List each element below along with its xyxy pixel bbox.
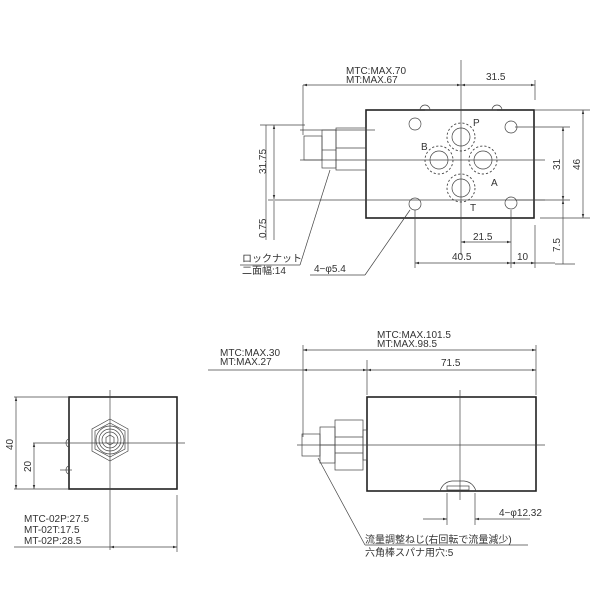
mounting-holes-label: 4−φ5.4 xyxy=(314,264,346,275)
offset-mt-02t-label: MT-02T:17.5 xyxy=(24,525,80,536)
dim-46-label: 46 xyxy=(572,158,583,170)
port-a-label: A xyxy=(491,178,498,189)
dim-31-75-label: 31.75 xyxy=(258,149,269,174)
dim-21-5-label: 21.5 xyxy=(473,232,493,243)
dim-10-label: 10 xyxy=(517,252,529,263)
front-view: 40 20 MTC-02P:27.5 MT-02T:17.5 MT-02P:28… xyxy=(5,390,185,552)
locknut-icon xyxy=(303,127,367,171)
locknut-label: ロックナット xyxy=(242,253,302,265)
dim-31-5-label: 31.5 xyxy=(486,72,506,83)
top-view: MTC:MAX.70 MT:MAX.67 31.5 31.75 0.75 31 … xyxy=(240,60,590,277)
overall-length-mt-label: MT:MAX.67 xyxy=(346,75,398,86)
protrusion-mtc-label: MTC:MAX.30 xyxy=(220,348,280,359)
dim-7-5-label: 7.5 xyxy=(552,238,563,252)
dim-40-5-label: 40.5 xyxy=(452,252,472,263)
hex-wrench-label: 六角棒スパナ用穴:5 xyxy=(365,546,454,559)
overall-length-mtc-label: MTC:MAX.70 xyxy=(346,66,406,77)
top-view-body xyxy=(365,109,535,219)
dim-40-label: 40 xyxy=(5,438,16,450)
dim-20-label: 20 xyxy=(23,460,34,472)
side-view: MTC:MAX.101.5 MT:MAX.98.5 MTC:MAX.30 MT:… xyxy=(208,330,545,559)
overall-mt-label: MT:MAX.98.5 xyxy=(377,339,437,350)
dim-31-label: 31 xyxy=(552,158,563,170)
body-length-label: 71.5 xyxy=(441,358,461,369)
port-b-label: B xyxy=(421,142,428,153)
overall-mtc-label: MTC:MAX.101.5 xyxy=(377,330,451,341)
dim-0-75-label: 0.75 xyxy=(258,218,269,238)
port-p-label: P xyxy=(473,118,480,129)
adjust-screw-label: 流量調整ねじ(右回転で流量減少) xyxy=(365,533,512,546)
locknut-width-label: 二面幅:14 xyxy=(242,264,286,277)
side-view-body xyxy=(366,396,537,492)
mounting-hole-icon xyxy=(408,117,518,211)
offset-mtc-02p-label: MTC-02P:27.5 xyxy=(24,514,89,525)
oring-holes-label: 4−φ12.32 xyxy=(499,508,542,519)
offset-mt-02p-label: MT-02P:28.5 xyxy=(24,536,82,547)
protrusion-mt-label: MT:MAX.27 xyxy=(220,357,272,368)
port-t-label: T xyxy=(470,203,476,214)
